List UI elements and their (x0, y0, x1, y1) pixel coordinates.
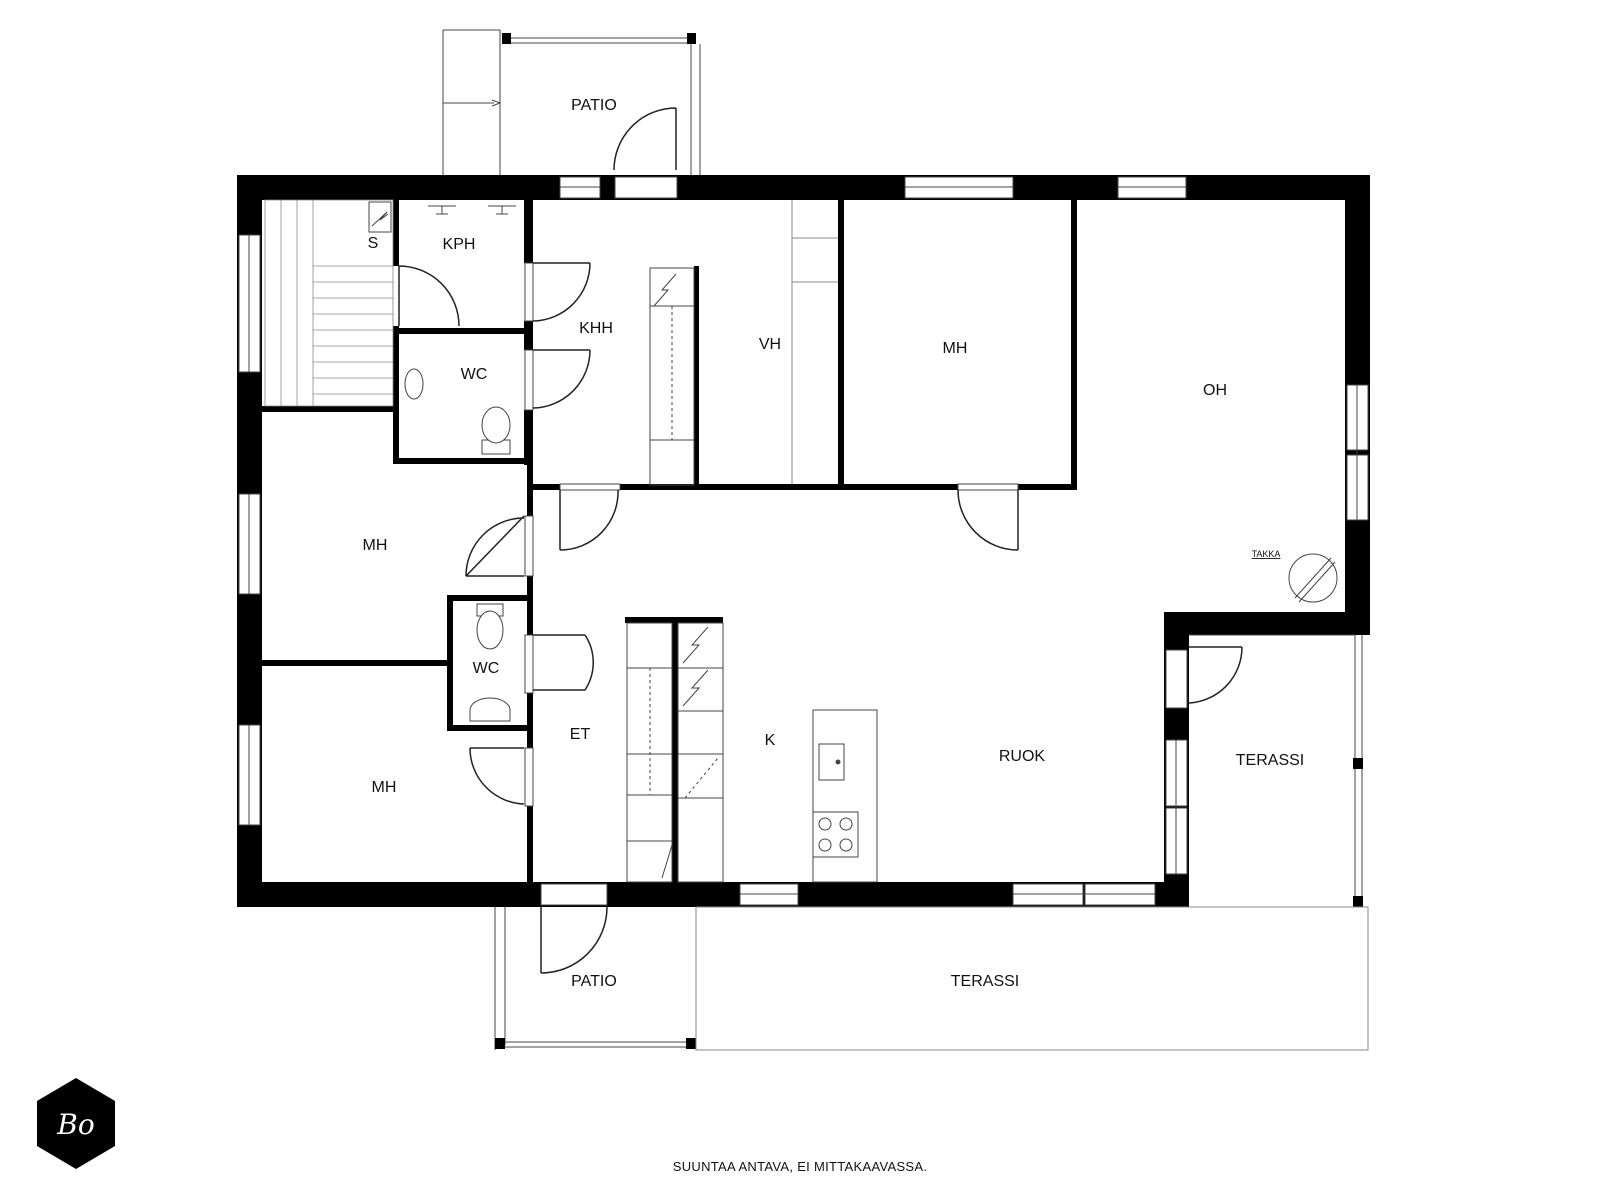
door-swing (540, 906, 608, 974)
door-swings (398, 107, 1243, 974)
room-label-patio-bottom: PATIO (571, 973, 617, 990)
door-swing (533, 634, 594, 691)
exterior-windows (238, 176, 1369, 906)
room-label-mh-left: MH (363, 537, 388, 554)
exterior-walls (237, 175, 1370, 907)
room-label-oh: OH (1203, 382, 1227, 399)
door-swing (465, 515, 525, 577)
sink-icon (469, 697, 511, 722)
room-labels: PATIO S KPH KHH VH MH OH WC MH WC ET K R… (363, 97, 1305, 990)
wc-lower-fixtures (469, 603, 511, 722)
brand-logo-text: Bo (56, 1108, 94, 1141)
wc-upper-fixtures (404, 368, 511, 455)
scale-disclaimer: SUUNTAA ANTAVA, EI MITTAKAAVASSA. (672, 1159, 928, 1174)
kitchen-island (812, 709, 878, 883)
door-swing (469, 747, 525, 805)
room-label-k: K (765, 732, 776, 749)
et-closet (626, 622, 673, 883)
door-swing (1188, 646, 1243, 704)
room-label-terassi-bottom: TERASSI (951, 973, 1019, 990)
room-label-khh: KHH (579, 320, 613, 337)
vh-closet (791, 200, 838, 484)
interior-door-jambs (524, 262, 1019, 807)
door-swing (398, 265, 460, 327)
room-label-wc-lower: WC (473, 660, 500, 677)
terrace-right-frame (1189, 634, 1363, 908)
door-swing (532, 349, 591, 409)
fireplace-icon (1288, 553, 1338, 603)
window-center-lines (248, 186, 1358, 895)
door-opening (614, 176, 678, 199)
sauna-stove-icon (368, 201, 392, 233)
room-label-mh-top: MH (943, 340, 968, 357)
sauna-benches (264, 199, 394, 407)
door-swing (957, 489, 1019, 551)
room-label-sauna: S (368, 235, 379, 252)
door-swing (532, 262, 591, 322)
stairs-icon (661, 622, 724, 883)
stove-icon (812, 811, 859, 858)
room-label-ruok: RUOK (999, 748, 1046, 765)
door-opening (1165, 649, 1188, 709)
kph-shower-icons (428, 205, 516, 215)
khh-stair (649, 267, 695, 486)
fireplace-label: TAKKA (1252, 549, 1281, 559)
terrace-bottom (695, 906, 1369, 1051)
door-swing (559, 489, 619, 551)
sink-icon (404, 368, 424, 400)
room-label-mh-bottom: MH (372, 779, 397, 796)
door-swing (613, 107, 677, 171)
room-label-patio-top: PATIO (571, 97, 617, 114)
brand-logo: Bo (37, 1078, 115, 1169)
room-label-wc-upper: WC (461, 366, 488, 383)
room-label-vh: VH (759, 336, 781, 353)
patio-top (442, 29, 701, 175)
door-opening (540, 883, 608, 906)
room-label-kph: KPH (443, 236, 476, 253)
room-label-terassi-right: TERASSI (1236, 752, 1304, 769)
room-label-et: ET (570, 726, 591, 743)
